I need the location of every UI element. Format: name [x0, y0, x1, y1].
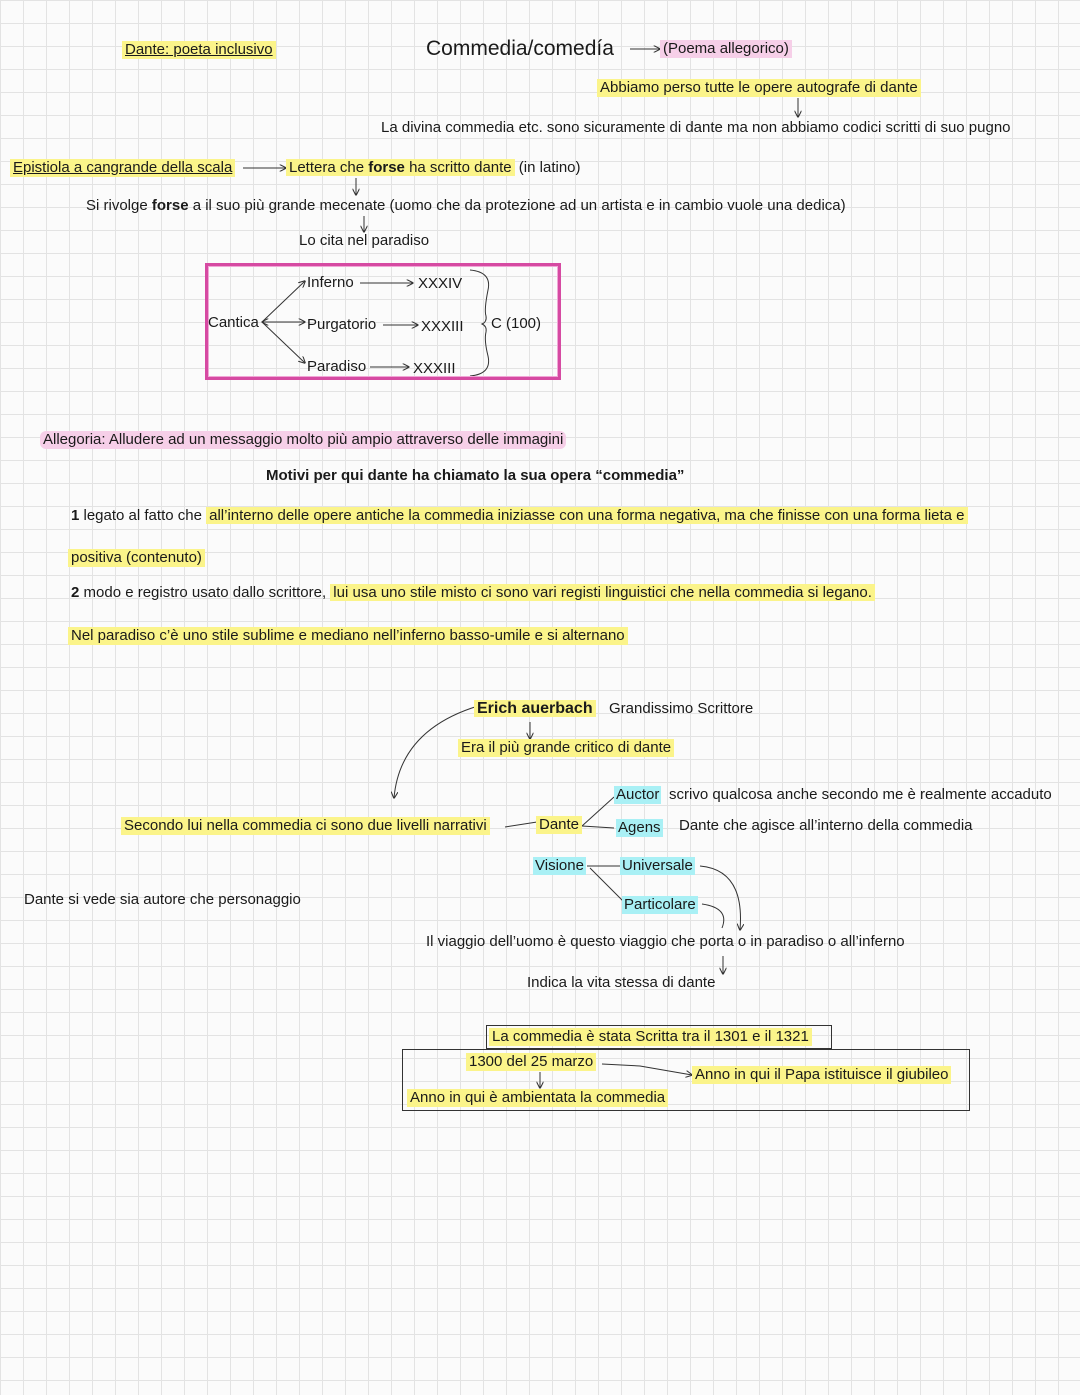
scritta-box: [486, 1025, 832, 1049]
cantica-label: Cantica: [208, 314, 259, 331]
vita-text: Indica la vita stessa di dante: [527, 974, 716, 991]
line-dante-auctor: [581, 796, 615, 827]
dante-node: Dante: [536, 816, 583, 834]
line-livelli-dante: [504, 821, 538, 828]
page-title: Commedia/comedía: [426, 37, 614, 60]
canti-inferno: XXXIV: [418, 275, 463, 292]
arrow-auerbach-livelli: [394, 705, 479, 798]
viaggio-text: Il viaggio dell’uomo è questo viaggio ch…: [426, 933, 905, 950]
line-visione-particolare: [589, 867, 625, 903]
mecenate-text: Si rivolge forse a il suo più grande mec…: [86, 197, 846, 214]
canti-paradiso: XXXIII: [413, 360, 456, 377]
autografi-note: La divina commedia etc. sono sicuramente…: [381, 119, 1011, 136]
epistola-letter: Lettera che forse ha scritto dante (in l…: [286, 159, 581, 177]
auctor-desc: scrivo qualcosa anche secondo me è realm…: [669, 786, 1052, 803]
cantica-paradiso: Paradiso: [307, 358, 367, 375]
cantica-box: [205, 263, 561, 380]
cantica-purgatorio: Purgatorio: [307, 316, 377, 333]
agens-node: Agens: [616, 819, 663, 837]
motivo-2-stili: Nel paradiso c’è uno stile sublime e med…: [68, 627, 628, 645]
marzo-text: 1300 del 25 marzo: [466, 1053, 597, 1071]
title-note: (Poema allegorico): [660, 40, 792, 58]
date-box: [402, 1049, 970, 1111]
ambientata-text: Anno in qui è ambientata la commedia: [407, 1089, 669, 1107]
auerbach-name: Erich auerbach: [474, 700, 596, 718]
motivo-2: 2 modo e registro usato dallo scrittore,…: [71, 584, 875, 602]
allegoria-definition: Allegoria: Alludere ad un messaggio molt…: [40, 431, 567, 449]
universale-node: Universale: [620, 857, 695, 875]
canti-purgatorio: XXXIII: [421, 318, 464, 335]
arrow-cantica-inferno: [261, 281, 305, 323]
line-dante-agens: [581, 825, 615, 829]
canti-total: C (100): [491, 315, 542, 332]
giubileo-text: Anno in qui il Papa istituisce il giubil…: [692, 1066, 952, 1084]
line-particolare-viaggio: [701, 903, 725, 929]
auerbach-desc: Grandissimo Scrittore: [609, 700, 754, 717]
motivo-1-cont: positiva (contenuto): [68, 549, 205, 567]
particolare-node: Particolare: [622, 896, 698, 914]
topic-label: Dante: poeta inclusivo: [122, 41, 276, 59]
auerbach-critico: Era il più grande critico di dante: [458, 739, 675, 757]
epistola-name: Epistiola a cangrande della scala: [10, 159, 236, 177]
paradiso-cite: Lo cita nel paradiso: [299, 232, 430, 249]
cantica-inferno: Inferno: [307, 274, 354, 291]
visione-node: Visione: [533, 857, 586, 875]
motivi-title: Motivi per qui dante ha chiamato la sua …: [266, 467, 685, 484]
motivo-1: 1 legato al fatto che all’interno delle …: [71, 507, 968, 525]
auctor-node: Auctor: [614, 786, 662, 804]
brace-canti: [469, 269, 490, 377]
autografi-lost: Abbiamo perso tutte le opere autografe d…: [597, 79, 921, 97]
arrow-universale-viaggio: [699, 865, 741, 930]
arrow-cantica-paradiso: [261, 321, 305, 363]
arrow-marzo-giubileo: [601, 1063, 692, 1075]
agens-desc: Dante che agisce all’interno della comme…: [679, 817, 973, 834]
autore-personaggio: Dante si vede sia autore che personaggio: [24, 891, 301, 908]
livelli-narrativi: Secondo lui nella commedia ci sono due l…: [121, 817, 490, 835]
scritta-text: La commedia è stata Scritta tra il 1301 …: [489, 1028, 812, 1046]
